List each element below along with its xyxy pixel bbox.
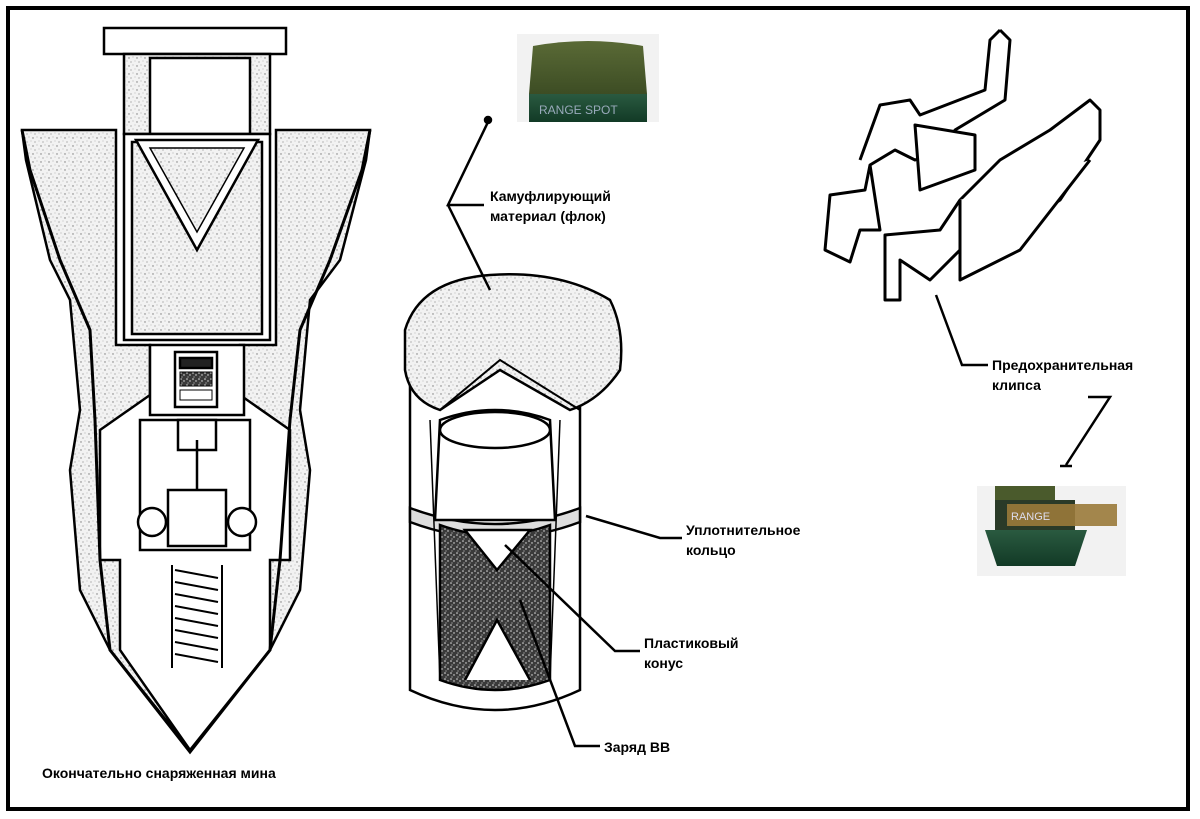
label-plastic-cone-line2: конус — [644, 655, 684, 671]
charge-cutaway — [403, 273, 623, 712]
mine-cross-section — [20, 26, 372, 755]
photo-flock-cap-text: RANGE SPOT — [539, 103, 618, 117]
mine-outer-body — [20, 128, 372, 753]
label-clip: Предохранительная клипса — [992, 355, 1133, 395]
mine-top-cap — [102, 26, 288, 56]
leader-plastic-cone — [504, 544, 640, 653]
label-seal-ring-line1: Уплотнительное — [686, 522, 801, 538]
label-seal-ring: Уплотнительное кольцо — [686, 520, 800, 560]
label-seal-ring-line2: кольцо — [686, 542, 736, 558]
photo-clip: RANGE — [977, 486, 1126, 576]
label-plastic-cone: Пластиковый конус — [644, 633, 739, 673]
label-clip-line2: клипса — [992, 377, 1041, 393]
flock-cap — [403, 273, 623, 412]
leader-seal-ring — [585, 514, 682, 540]
leader-charge — [518, 599, 600, 748]
label-camouflage-line2: материал (флок) — [490, 208, 606, 224]
mine-spring — [171, 565, 223, 668]
leader-clip-photo — [1064, 395, 1113, 466]
label-assembled-mine: Окончательно снаряженная мина — [42, 765, 276, 781]
photo-clip-text: RANGE — [1011, 511, 1050, 523]
leader-lines — [446, 115, 1113, 748]
leader-clip — [934, 294, 988, 367]
plastic-cone — [462, 528, 533, 572]
label-camouflage-line1: Камуфлирующий — [490, 188, 611, 204]
photo-flock-cap: RANGE SPOT — [517, 34, 659, 122]
leader-camouflage-photo — [446, 121, 490, 207]
label-charge: Заряд ВВ — [604, 739, 671, 755]
label-plastic-cone-line1: Пластиковый — [644, 635, 739, 651]
label-camouflage: Камуфлирующий материал (флок) — [490, 186, 611, 226]
safety-clip-drawing — [823, 28, 1102, 302]
leader-camouflage-cap — [446, 204, 492, 291]
label-clip-line1: Предохранительная — [992, 357, 1134, 373]
